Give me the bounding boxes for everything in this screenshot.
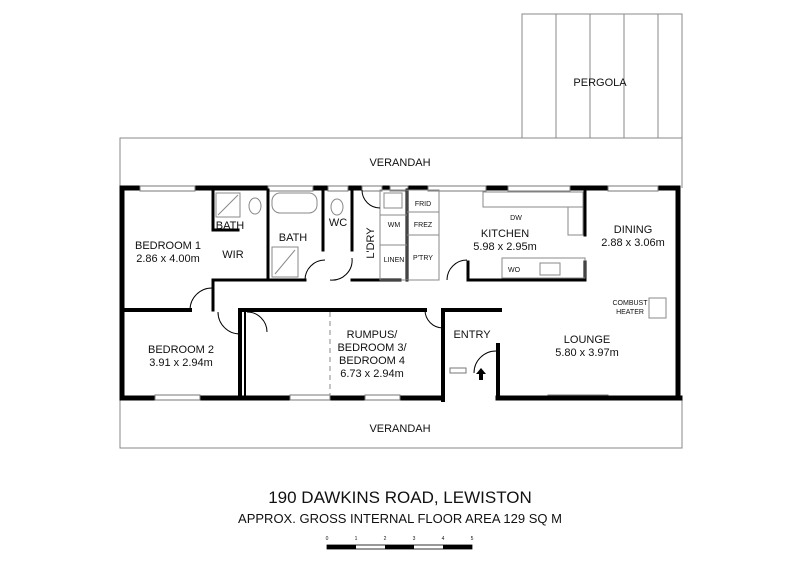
label-heater-1: COMBUST	[613, 300, 649, 307]
scale-tick: 4	[442, 536, 445, 542]
size-bedroom1: 2.86 x 4.00m	[136, 253, 200, 265]
label-bedroom2: BEDROOM 2	[148, 344, 214, 356]
label-wc: WC	[329, 217, 347, 229]
label-dw: DW	[510, 215, 522, 222]
label-frez: FREZ	[414, 222, 433, 229]
label-rumpus-1: RUMPUS/	[347, 329, 399, 341]
scale-tick: 2	[384, 536, 387, 542]
verandah-bottom	[119, 398, 683, 449]
label-lounge: LOUNGE	[564, 334, 610, 346]
floor-area: APPROX. GROSS INTERNAL FLOOR AREA 129 SQ…	[238, 511, 562, 526]
label-pergola: PERGOLA	[573, 77, 627, 89]
label-wir: WIR	[222, 249, 243, 261]
label-wm: WM	[388, 222, 401, 229]
pergola	[521, 13, 683, 139]
entry-arrow-icon	[476, 368, 486, 380]
label-verandah-top: VERANDAH	[369, 157, 430, 169]
label-bath1: BATH	[216, 220, 245, 232]
size-kitchen: 5.98 x 2.95m	[473, 241, 537, 253]
label-rumpus-2: BEDROOM 3/	[337, 342, 407, 354]
scale-tick: 5	[471, 536, 474, 542]
label-bath2: BATH	[279, 232, 308, 244]
interior-walls	[120, 188, 667, 400]
label-ptry: P'TRY	[413, 255, 433, 262]
label-laundry: L'DRY	[365, 227, 377, 259]
scale-tick: 3	[413, 536, 416, 542]
label-entry: ENTRY	[453, 329, 491, 341]
size-dining: 2.88 x 3.06m	[601, 237, 665, 249]
label-verandah-bottom: VERANDAH	[369, 423, 430, 435]
exterior-walls	[119, 185, 683, 402]
label-dining: DINING	[614, 224, 653, 236]
label-rumpus-3: BEDROOM 4	[339, 355, 405, 367]
size-lounge: 5.80 x 3.97m	[555, 347, 619, 359]
scale-tick: 1	[355, 536, 358, 542]
verandah-top	[119, 137, 683, 188]
label-wo: WO	[508, 267, 521, 274]
label-bedroom1: BEDROOM 1	[135, 240, 201, 252]
size-rumpus: 6.73 x 2.94m	[340, 368, 404, 380]
label-kitchen: KITCHEN	[481, 228, 529, 240]
label-linen: LINEN	[384, 257, 405, 264]
scale-bar: 0 1 2 3 4 5	[326, 536, 474, 550]
label-heater-2: HEATER	[616, 309, 644, 316]
label-frid: FRID	[415, 201, 431, 208]
size-bedroom2: 3.91 x 2.94m	[149, 357, 213, 369]
scale-tick: 0	[326, 536, 329, 542]
address-title: 190 DAWKINS ROAD, LEWISTON	[268, 488, 532, 507]
